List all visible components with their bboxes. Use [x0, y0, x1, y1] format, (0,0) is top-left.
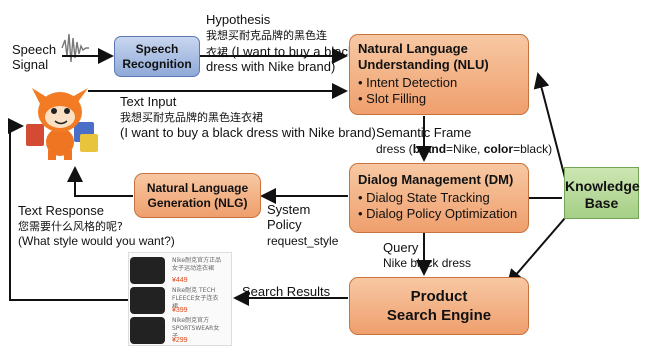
system-policy-value: request_style [267, 234, 339, 248]
text-input-english: (I want to buy a black dress with Nike b… [120, 125, 376, 140]
nlu-box: Natural Language Understanding (NLU) Int… [349, 34, 529, 115]
text-response-chinese: 您需要什么风格的呢? [18, 220, 123, 233]
text-input-chinese: 我想买耐克品牌的黑色连衣裙 [120, 111, 263, 124]
product-name: Nike耐克官方 SPORTSWEAR女子 [172, 317, 220, 340]
nlu-bullet: Slot Filling [358, 91, 520, 107]
dm-bullet: Dialog State Tracking [358, 190, 520, 206]
product-price: ¥399 [172, 307, 188, 314]
text-response-title: Text Response [18, 203, 104, 218]
waveform-icon [61, 33, 89, 63]
semantic-frame-title: Semantic Frame [376, 125, 472, 140]
product-name: Nike耐克官方正品女子运动连衣裙 [172, 257, 222, 272]
mascot-icon [22, 84, 102, 162]
text-input-title: Text Input [120, 94, 177, 109]
product-price: ¥449 [172, 277, 188, 284]
text-response-english: (What style would you want?) [18, 234, 175, 248]
query-title: Query [383, 240, 419, 255]
hypothesis-line2: 衣裙 (I want to buy a black [206, 44, 355, 59]
nlu-bullet: Intent Detection [358, 75, 520, 91]
hypothesis-title: Hypothesis [206, 12, 271, 27]
dm-box: Dialog Management (DM) Dialog State Trac… [349, 163, 529, 233]
hypothesis-chinese-a: 我想买耐克品牌的黑色连 [206, 29, 327, 42]
query-value: Nike black dress [383, 256, 472, 270]
product-image [130, 257, 165, 284]
product-price: ¥299 [172, 337, 188, 344]
semantic-frame-value: dress (brand=Nike, color=black) [376, 142, 553, 156]
product-image [130, 317, 165, 344]
hypothesis-english-b: dress with Nike brand) [206, 59, 336, 74]
product-image [130, 287, 165, 314]
search-results-label: Search Results [242, 284, 331, 299]
dm-bullet: Dialog Policy Optimization [358, 206, 520, 222]
product-name: Nike耐克 TECH FLEECE女子连衣裙 [172, 287, 219, 310]
